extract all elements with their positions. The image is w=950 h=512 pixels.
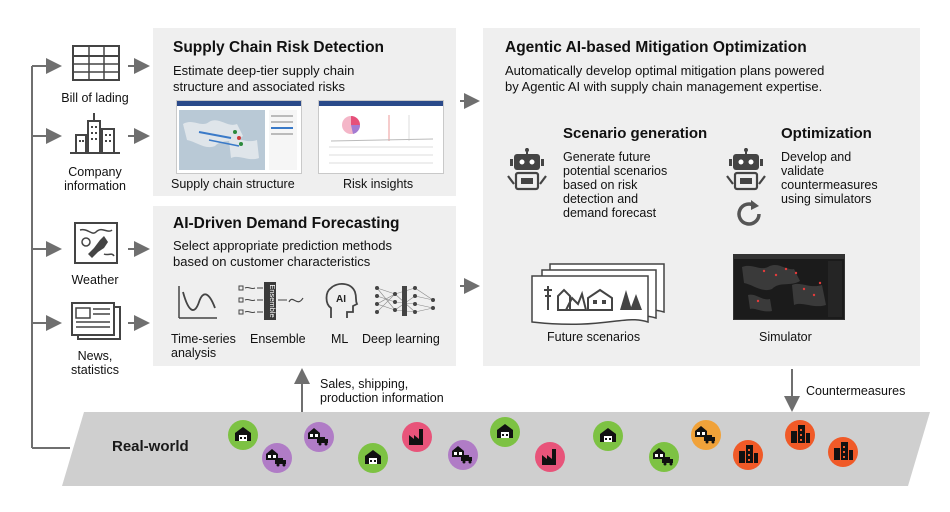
future-scenarios-icon [530, 260, 670, 331]
scenario-desc-line-5: demand forecast [563, 206, 657, 220]
future-scenarios-caption: Future scenarios [547, 330, 641, 344]
news-document-icon [70, 301, 122, 346]
risk-insights-screenshot [318, 100, 444, 174]
facility-red-buildings-2 [785, 420, 815, 450]
source-label-news: News, statistics [40, 349, 150, 377]
risk-insights-caption: Risk insights [343, 177, 414, 191]
source-label-bill-of-lading: Bill of lading [61, 91, 129, 105]
facility-red-buildings-1 [733, 440, 763, 470]
mitigation-desc-line2: by Agentic AI with supply chain manageme… [505, 79, 823, 94]
bill-of-lading-icon [72, 45, 122, 88]
facility-green-truck-1 [649, 442, 679, 472]
demand-forecasting-desc-line1: Select appropriate prediction methods [173, 238, 392, 253]
facility-red-buildings-3 [828, 437, 858, 467]
facility-green-warehouse-2 [358, 443, 388, 473]
facility-pink-factory-1 [402, 422, 432, 452]
method-ml-label: ML [331, 332, 349, 346]
time-series-icon [177, 284, 219, 325]
scenario-generation-desc: Generate future potential scenarios base… [563, 150, 693, 220]
weather-map-icon [74, 222, 120, 271]
demand-forecasting-panel: AI-Driven Demand Forecasting Select appr… [153, 206, 456, 366]
facility-pink-factory-2 [535, 442, 565, 472]
risk-detection-desc-line1: Estimate deep-tier supply chain [173, 63, 355, 78]
robot-icon-scenario [506, 148, 548, 197]
deep-learning-icon [373, 284, 439, 325]
method-time-series-label: Time-series analysis [171, 332, 236, 360]
optimization-desc: Develop and validate countermeasures usi… [781, 150, 911, 206]
facility-green-warehouse-3 [490, 417, 520, 447]
optimization-desc-line-3: countermeasures [781, 178, 878, 192]
facility-green-warehouse-1 [228, 420, 258, 450]
real-world-label: Real-world [112, 438, 189, 455]
ensemble-icon: Ensemble [237, 282, 307, 327]
demand-forecasting-desc: Select appropriate prediction methods ba… [173, 238, 458, 270]
supply-chain-structure-screenshot [176, 100, 302, 174]
facility-purple-truck-1 [262, 443, 292, 473]
source-label-company-line1: Company [68, 165, 122, 179]
scenario-desc-line-2: potential scenarios [563, 164, 668, 178]
ai-head-text: AI [336, 294, 346, 305]
countermeasures-label: Countermeasures [806, 384, 906, 398]
optimization-desc-line-1: Develop and [781, 150, 852, 164]
facility-purple-truck-2 [304, 422, 334, 452]
facility-orange-truck-1 [691, 420, 721, 450]
supply-chain-structure-caption: Supply chain structure [171, 177, 295, 191]
method-time-series-line1: Time-series [171, 332, 236, 346]
source-label-company-line2: information [64, 179, 126, 193]
optimization-desc-line-4: using simulators [781, 192, 872, 206]
scenario-desc-line-1: Generate future [563, 150, 651, 164]
demand-forecasting-desc-line2: based on customer characteristics [173, 254, 371, 269]
company-building-icon [70, 113, 122, 160]
source-label-company: Company information [40, 165, 150, 193]
risk-detection-desc-line2: structure and associated risks [173, 79, 345, 94]
risk-detection-panel: Supply Chain Risk Detection Estimate dee… [153, 28, 456, 196]
refresh-cycle-icon [733, 198, 765, 235]
source-label-weather: Weather [71, 273, 119, 287]
demand-forecasting-title: AI-Driven Demand Forecasting [173, 215, 400, 232]
mitigation-desc-line1: Automatically develop optimal mitigation… [505, 63, 825, 78]
mitigation-title: Agentic AI-based Mitigation Optimization [505, 39, 807, 56]
sales-shipping-line1: Sales, shipping, [320, 377, 409, 391]
scenario-desc-line-3: based on risk [563, 178, 638, 192]
simulator-screenshot [733, 254, 845, 320]
optimization-title: Optimization [781, 125, 872, 142]
sales-shipping-line2: production information [320, 391, 444, 405]
robot-icon-optimization [725, 148, 767, 197]
risk-detection-desc: Estimate deep-tier supply chain structur… [173, 63, 453, 95]
scenario-desc-line-4: detection and [563, 192, 639, 206]
optimization-desc-line-2: validate [781, 164, 825, 178]
method-deep-learning-label: Deep learning [362, 332, 440, 346]
sales-shipping-label: Sales, shipping, production information [320, 377, 444, 405]
source-label-news-line1: News, [77, 349, 113, 363]
facility-green-warehouse-4 [593, 421, 623, 451]
ensemble-box-text: Ensemble [268, 284, 277, 317]
simulator-caption: Simulator [759, 330, 812, 344]
source-label-news-line2: statistics [71, 363, 119, 377]
mitigation-desc: Automatically develop optimal mitigation… [505, 63, 915, 95]
scenario-generation-title: Scenario generation [563, 125, 708, 142]
ml-ai-head-icon: AI [323, 282, 359, 327]
method-ensemble-label: Ensemble [250, 332, 306, 346]
mitigation-panel: Agentic AI-based Mitigation Optimization… [483, 28, 920, 366]
risk-detection-title: Supply Chain Risk Detection [173, 39, 385, 56]
facility-purple-truck-3 [448, 440, 478, 470]
method-time-series-line2: analysis [171, 346, 217, 360]
